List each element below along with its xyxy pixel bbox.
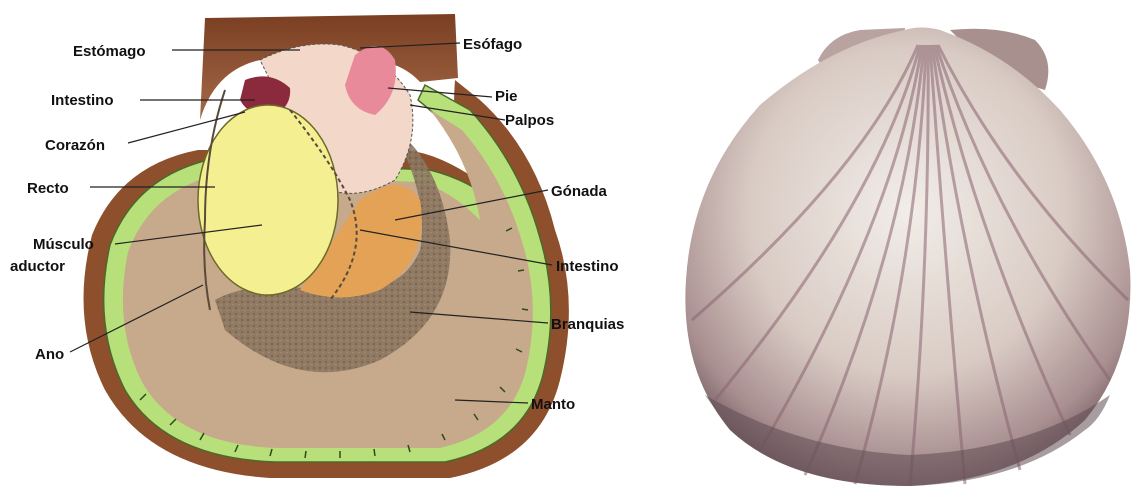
- shell-body: [685, 28, 1130, 487]
- label-intestino-right: Intestino: [556, 258, 619, 275]
- shell-photo: [685, 28, 1130, 487]
- label-recto: Recto: [27, 180, 69, 197]
- anatomy-diagram: Estómago Esófago Intestino Pie Palpos Co…: [10, 14, 624, 478]
- label-gonada: Gónada: [551, 183, 607, 200]
- label-intestino-top: Intestino: [51, 92, 114, 109]
- label-estomago: Estómago: [73, 43, 146, 60]
- label-corazon: Corazón: [45, 137, 105, 154]
- adductor-muscle: [198, 105, 338, 295]
- label-palpos: Palpos: [505, 112, 554, 129]
- label-musculo-line1: Músculo: [33, 236, 94, 253]
- label-esofago: Esófago: [463, 36, 522, 53]
- label-branquias: Branquias: [551, 316, 624, 333]
- label-manto: Manto: [531, 396, 575, 413]
- label-ano: Ano: [35, 346, 64, 363]
- label-musculo-line2: aductor: [10, 258, 65, 275]
- label-pie: Pie: [495, 88, 518, 105]
